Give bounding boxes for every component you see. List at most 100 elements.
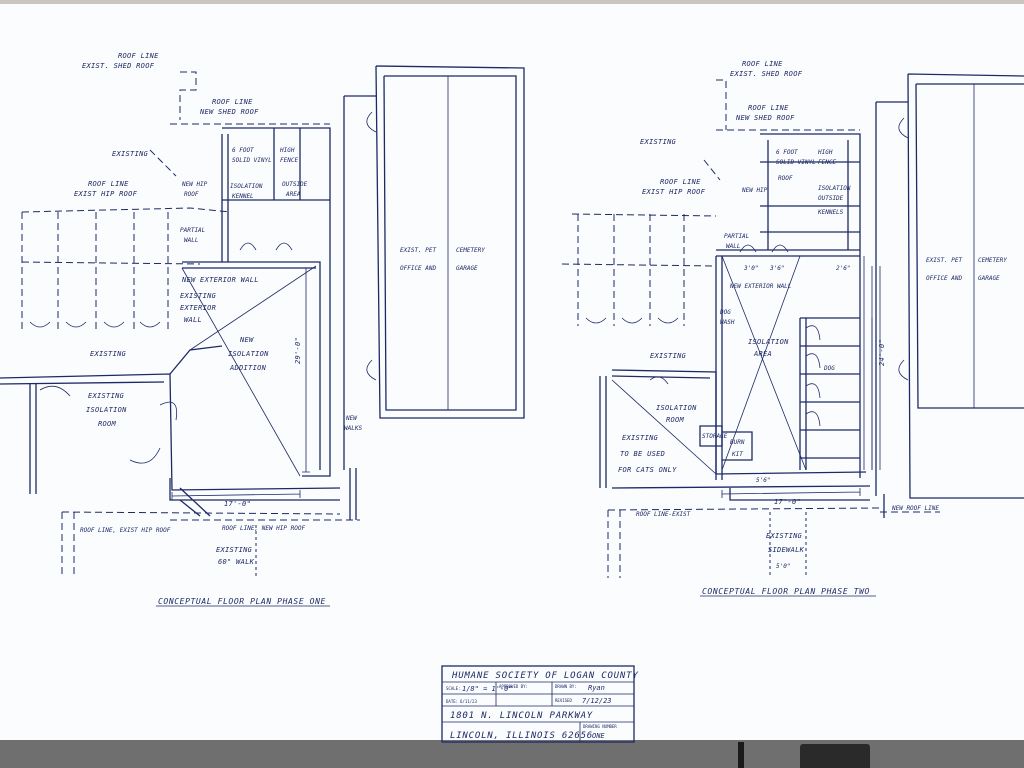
p2-cemetery-1: EXIST. PET [926, 257, 963, 264]
title-revised-value: 7/12/23 [582, 697, 612, 705]
p1-outside-1: OUTSIDE [282, 181, 308, 188]
p1-outside-2: AREA [285, 191, 301, 198]
p2-isolation-room-1: ISOLATION [656, 404, 697, 412]
p2-existing-mid: EXISTING [650, 352, 687, 360]
title-date-label: DATE: [446, 699, 458, 704]
p2-isolation-room-2: ROOM [666, 416, 685, 424]
p1-exist-isolation-3: ROOM [98, 420, 117, 428]
p1-fence-1: 6 FOOT [232, 147, 254, 154]
title-block: HUMANE SOCIETY OF LOGAN COUNTY SCALE: 1/… [441, 665, 639, 743]
p2-fence-3: SOLID VINYL [776, 159, 816, 166]
p2-iso-kennel-1: ISOLATION [818, 185, 851, 192]
p1-cemetery-4: GARAGE [456, 265, 478, 272]
p2-partial-1: PARTIAL [724, 233, 750, 240]
p1-exist-walk-1: EXISTING [216, 546, 253, 554]
title-organization: HUMANE SOCIETY OF LOGAN COUNTY [451, 671, 639, 681]
p2-burn-2: KIT [731, 451, 743, 458]
p1-cemetery-3: OFFICE AND [400, 265, 437, 272]
p2-dim-17-line [721, 488, 861, 498]
p2-dim-30: 3'0" [743, 265, 758, 272]
p2-storage: STORAGE [702, 433, 728, 440]
p2-roof-line-hip-1: ROOF LINE [660, 178, 701, 186]
plan-one-caption: CONCEPTUAL FLOOR PLAN PHASE ONE [158, 597, 326, 606]
p2-new-roof-line: NEW ROOF LINE [891, 505, 939, 512]
p2-roof-line-new-shed-1: ROOF LINE [748, 104, 789, 112]
p1-roof-line-hip-1: ROOF LINE [88, 180, 129, 188]
plan-one-walls [0, 127, 341, 517]
p2-new-hip-2: ROOF [778, 175, 793, 182]
p1-iso-kennel-1: ISOLATION [230, 183, 263, 190]
p2-existing-low-3: FOR CATS ONLY [618, 466, 677, 474]
p1-partial-2: WALL [184, 237, 199, 244]
p2-new-exterior-wall: NEW EXTERIOR WALL [729, 283, 792, 290]
p1-exist-isolation-2: ISOLATION [86, 406, 127, 414]
p2-isolation-area-1: ISOLATION [748, 338, 789, 346]
cemetery-building-one [343, 65, 525, 520]
cemetery-building-two [875, 73, 1024, 518]
p2-existing-low-1: EXISTING [622, 434, 659, 442]
p2-sidewalk-1: EXISTING [766, 532, 803, 540]
p2-sidewalk-2: SIDEWALK [768, 546, 805, 554]
p1-exist-exterior-3: WALL [184, 316, 202, 324]
plan-one: ROOF LINE EXIST. SHED ROOF ROOF LINE NEW… [0, 52, 525, 607]
p1-exist-isolation-1: EXISTING [88, 392, 125, 400]
plan-two-walls [599, 133, 881, 501]
p2-dim-26: 2'6" [836, 265, 850, 272]
p1-exist-exterior-1: EXISTING [180, 292, 217, 300]
plan-two-roof-lines [607, 79, 940, 578]
p2-dog-wash-2: WASH [720, 319, 735, 326]
p1-exist-walk-2: 60" WALK [218, 558, 255, 566]
p1-dim-17: 17'-0" [224, 500, 251, 508]
title-drawing-number-value: ONE [592, 732, 605, 740]
p2-dog-wash-1: DOG [719, 309, 731, 316]
p1-exist-exterior-2: EXTERIOR [180, 304, 216, 312]
p2-iso-kennel-2: OUTSIDE [818, 195, 844, 202]
p1-new-exterior-wall: NEW EXTERIOR WALL [181, 276, 259, 284]
p2-roof-line-shed-1: ROOF LINE [742, 60, 783, 68]
p2-dim-36: 3'6" [769, 265, 784, 272]
p2-existing-low-2: TO BE USED [620, 450, 665, 458]
p2-dim-24: 24'-0" [878, 339, 886, 366]
plan-one-roof-lines [61, 71, 360, 578]
easel-bracket [800, 744, 870, 768]
p2-dim-56: 5'6" [756, 477, 770, 484]
p1-roof-line-new-shed-2: NEW SHED ROOF [199, 108, 259, 116]
p1-new-isolation-3: ADDITION [229, 364, 267, 372]
p2-fence-2: HIGH [817, 149, 833, 156]
title-date-value: 6/11/23 [460, 699, 477, 704]
p2-new-hip-1: NEW HIP [741, 187, 768, 194]
title-address-2: LINCOLN, ILLINOIS 62656 [450, 731, 593, 741]
p1-existing-top: EXISTING [112, 150, 149, 158]
title-scale-value: 1/8" = 1'-0" [462, 685, 513, 693]
title-drawn-label: DRAWN BY: [555, 684, 577, 689]
p1-roof-line-shed-2: EXIST. SHED ROOF [82, 62, 155, 70]
p2-roof-line-shed-2: EXIST. SHED ROOF [730, 70, 803, 78]
p2-roof-line-new-shed-2: NEW SHED ROOF [735, 114, 795, 122]
p1-dim-29: 29'-0" [294, 337, 302, 364]
title-drawing-number-label: DRAWING NUMBER [583, 724, 617, 729]
p1-cemetery-1: EXIST. PET [400, 247, 437, 254]
p1-new-hip-2: ROOF [184, 191, 199, 198]
p1-roof-new-hip: ROOF LINE, NEW HIP ROOF [222, 525, 305, 532]
p2-dim-17: 17'-0" [774, 498, 801, 506]
title-scale-label: SCALE: [446, 686, 460, 691]
title-drawn-value: Ryan [588, 684, 605, 692]
easel-leg [738, 742, 744, 768]
p1-new-isolation-2: ISOLATION [228, 350, 269, 358]
p1-existing-mid: EXISTING [90, 350, 127, 358]
p1-fence-4: FENCE [280, 157, 298, 164]
p1-iso-kennel-2: KENNEL [231, 193, 254, 200]
p2-roof-line-hip-2: EXIST HIP ROOF [642, 188, 706, 196]
plan-two: ROOF LINE EXIST. SHED ROOF ROOF LINE NEW… [561, 60, 1024, 597]
p2-partial-2: WALL [726, 243, 741, 250]
p1-roof-line-hip-2: EXIST HIP ROOF [74, 190, 138, 198]
title-approved-label: APPROVED BY: [499, 684, 528, 689]
dim-29-line [302, 267, 310, 473]
p2-roof-exist: ROOF LINE-EXIST [636, 511, 691, 518]
p2-isolation-area-2: AREA [753, 350, 772, 358]
p1-new-hip-1: NEW HIP [181, 181, 208, 188]
existing-kennel-row [21, 207, 231, 330]
p2-existing-kennel-row [561, 213, 717, 326]
p2-fence-4: FENCE [818, 159, 836, 166]
